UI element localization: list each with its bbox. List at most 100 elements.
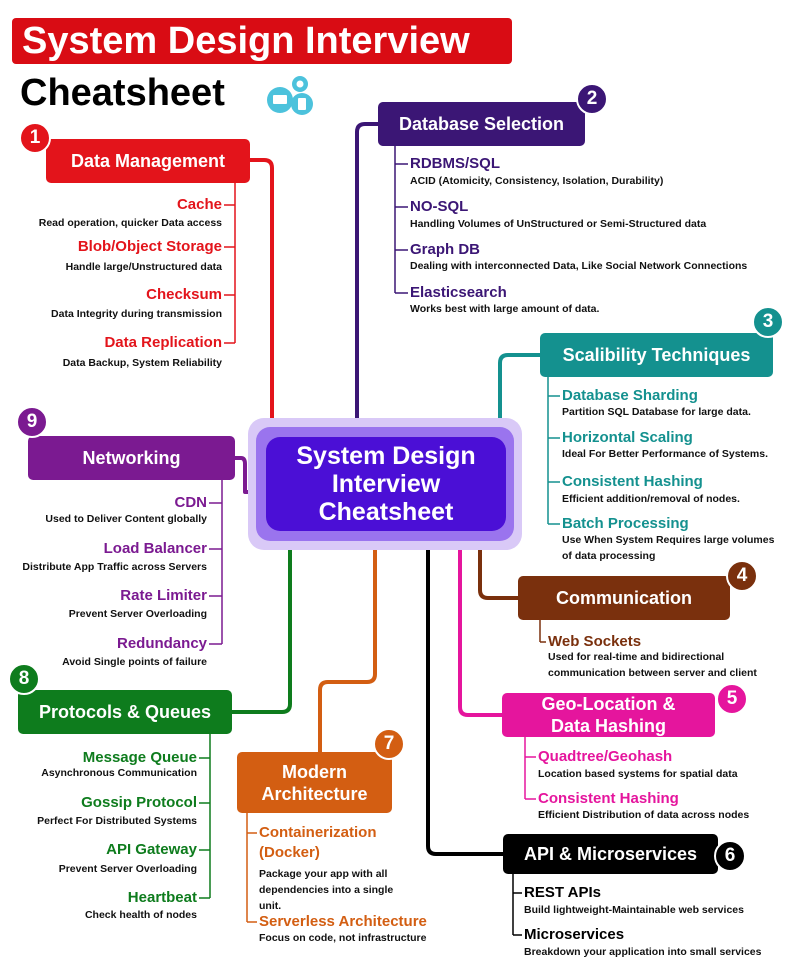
item-description: of data processing (562, 550, 656, 562)
section-title: Networking (82, 448, 181, 468)
item-description: Works best with large amount of data. (410, 303, 600, 315)
section-title-box: Communication (518, 576, 730, 620)
item-name: Horizontal Scaling (562, 429, 693, 446)
item-name: Redundancy (116, 635, 207, 652)
section-title-box: Database Selection (378, 102, 585, 146)
section-title-line: Geo-Location & (541, 694, 676, 714)
item-description: Avoid Single points of failure (62, 656, 207, 668)
connector-8 (232, 550, 292, 714)
section-title-line: Modern (282, 761, 347, 782)
item-description: Build lightweight-Maintainable web servi… (524, 904, 744, 916)
section-number-badge: 7 (373, 728, 405, 760)
item-description: unit. (259, 900, 282, 912)
item-description: Read operation, quicker Data access (38, 217, 222, 229)
item-description: Distribute App Traffic across Servers (22, 561, 207, 573)
section-title: Communication (555, 588, 692, 608)
item-description: Perfect For Distributed Systems (37, 815, 197, 827)
item-name: Blob/Object Storage (77, 238, 222, 255)
item-name: Containerization (259, 824, 377, 841)
section-number-badge: 8 (8, 663, 40, 695)
section-number-badge: 5 (716, 683, 748, 715)
item-name: (Docker) (259, 844, 320, 861)
section-title: Scalibility Techniques (562, 345, 751, 365)
connector-3 (498, 353, 540, 420)
section-title-box: Protocols & Queues (18, 690, 232, 734)
item-description: Efficient addition/removal of nodes. (562, 493, 740, 505)
item-description: Asynchronous Communication (41, 767, 197, 779)
item-name: CDN (174, 494, 208, 511)
item-name: REST APIs (524, 884, 601, 901)
section-number-badge: 1 (19, 122, 51, 154)
section-title-line: Data Hashing (550, 716, 667, 736)
item-description: Check health of nodes (84, 909, 197, 921)
section-title-box: Geo-Location &Data Hashing (502, 693, 715, 737)
connector-6 (426, 550, 503, 856)
connector-9 (235, 456, 250, 494)
item-description: Location based systems for spatial data (538, 768, 738, 780)
section-title: Data Management (70, 151, 226, 171)
subtitle: Cheatsheet (20, 72, 225, 114)
item-description: Package your app with all (259, 868, 388, 880)
item-name: Web Sockets (548, 633, 642, 650)
item-description: communication between server and client (548, 667, 757, 679)
connector-7 (318, 550, 377, 752)
item-description: Data Integrity during transmission (51, 308, 222, 320)
item-name: Consistent Hashing (538, 790, 679, 807)
item-name: RDBMS/SQL (410, 155, 500, 172)
item-description: Used for real-time and bidirectional (548, 651, 725, 663)
item-description: Use When System Requires large volumes (562, 534, 775, 546)
item-name: Elasticsearch (410, 284, 507, 301)
item-description: Partition SQL Database for large data. (562, 406, 751, 418)
item-name: Quadtree/Geohash (538, 748, 673, 765)
item-description: Data Backup, System Reliability (62, 357, 222, 369)
item-name: Gossip Protocol (81, 794, 197, 811)
item-name: NO-SQL (410, 198, 469, 215)
section-title-box: API & Microservices (503, 834, 718, 874)
item-name: Checksum (146, 286, 222, 303)
item-description: ACID (Atomicity, Consistency, Isolation,… (410, 175, 664, 187)
item-name: Heartbeat (127, 889, 197, 906)
item-description: Focus on code, not infrastructure (259, 932, 427, 944)
item-description: Handle large/Unstructured data (65, 261, 222, 273)
section-number-badge: 3 (752, 306, 784, 338)
item-description: Breakdown your application into small se… (524, 946, 762, 958)
item-name: Microservices (524, 926, 625, 943)
item-name: Message Queue (82, 749, 197, 766)
title-banner: System Design Interview (12, 18, 512, 64)
item-description: Used to Deliver Content globally (45, 513, 207, 525)
center-node: System Design Interview Cheatsheet (266, 437, 506, 531)
section-number-badge: 9 (16, 406, 48, 438)
gears-icon (267, 76, 313, 115)
item-name: Consistent Hashing (562, 473, 703, 490)
section-title-line: Architecture (261, 783, 368, 804)
item-name: Graph DB (410, 241, 481, 258)
connector-5 (458, 550, 502, 717)
section-title-box: Scalibility Techniques (540, 333, 773, 377)
item-description: Ideal For Better Performance of Systems. (562, 448, 768, 460)
item-name: Database Sharding (562, 387, 698, 404)
item-name: Batch Processing (562, 515, 689, 532)
item-description: Prevent Server Overloading (58, 863, 197, 875)
section-number-badge: 6 (714, 840, 746, 872)
item-description: Dealing with interconnected Data, Like S… (410, 260, 748, 272)
connector-4 (478, 550, 518, 600)
item-name: Serverless Architecture (259, 913, 427, 930)
item-description: Handling Volumes of UnStructured or Semi… (410, 218, 707, 230)
item-name: Rate Limiter (120, 587, 207, 604)
item-name: Data Replication (104, 334, 222, 351)
item-name: Cache (176, 196, 222, 213)
section-number-badge: 4 (726, 560, 758, 592)
section-title: Protocols & Queues (38, 702, 212, 722)
item-name: Load Balancer (103, 540, 207, 557)
item-description: Prevent Server Overloading (68, 608, 207, 620)
connector-1 (250, 158, 274, 420)
item-name: API Gateway (106, 841, 197, 858)
item-description: dependencies into a single (259, 884, 394, 896)
section-number-badge: 2 (576, 83, 608, 115)
item-description: Efficient Distribution of data across no… (538, 809, 750, 821)
section-title-box: Networking (28, 436, 235, 480)
section-title: Database Selection (398, 114, 565, 134)
